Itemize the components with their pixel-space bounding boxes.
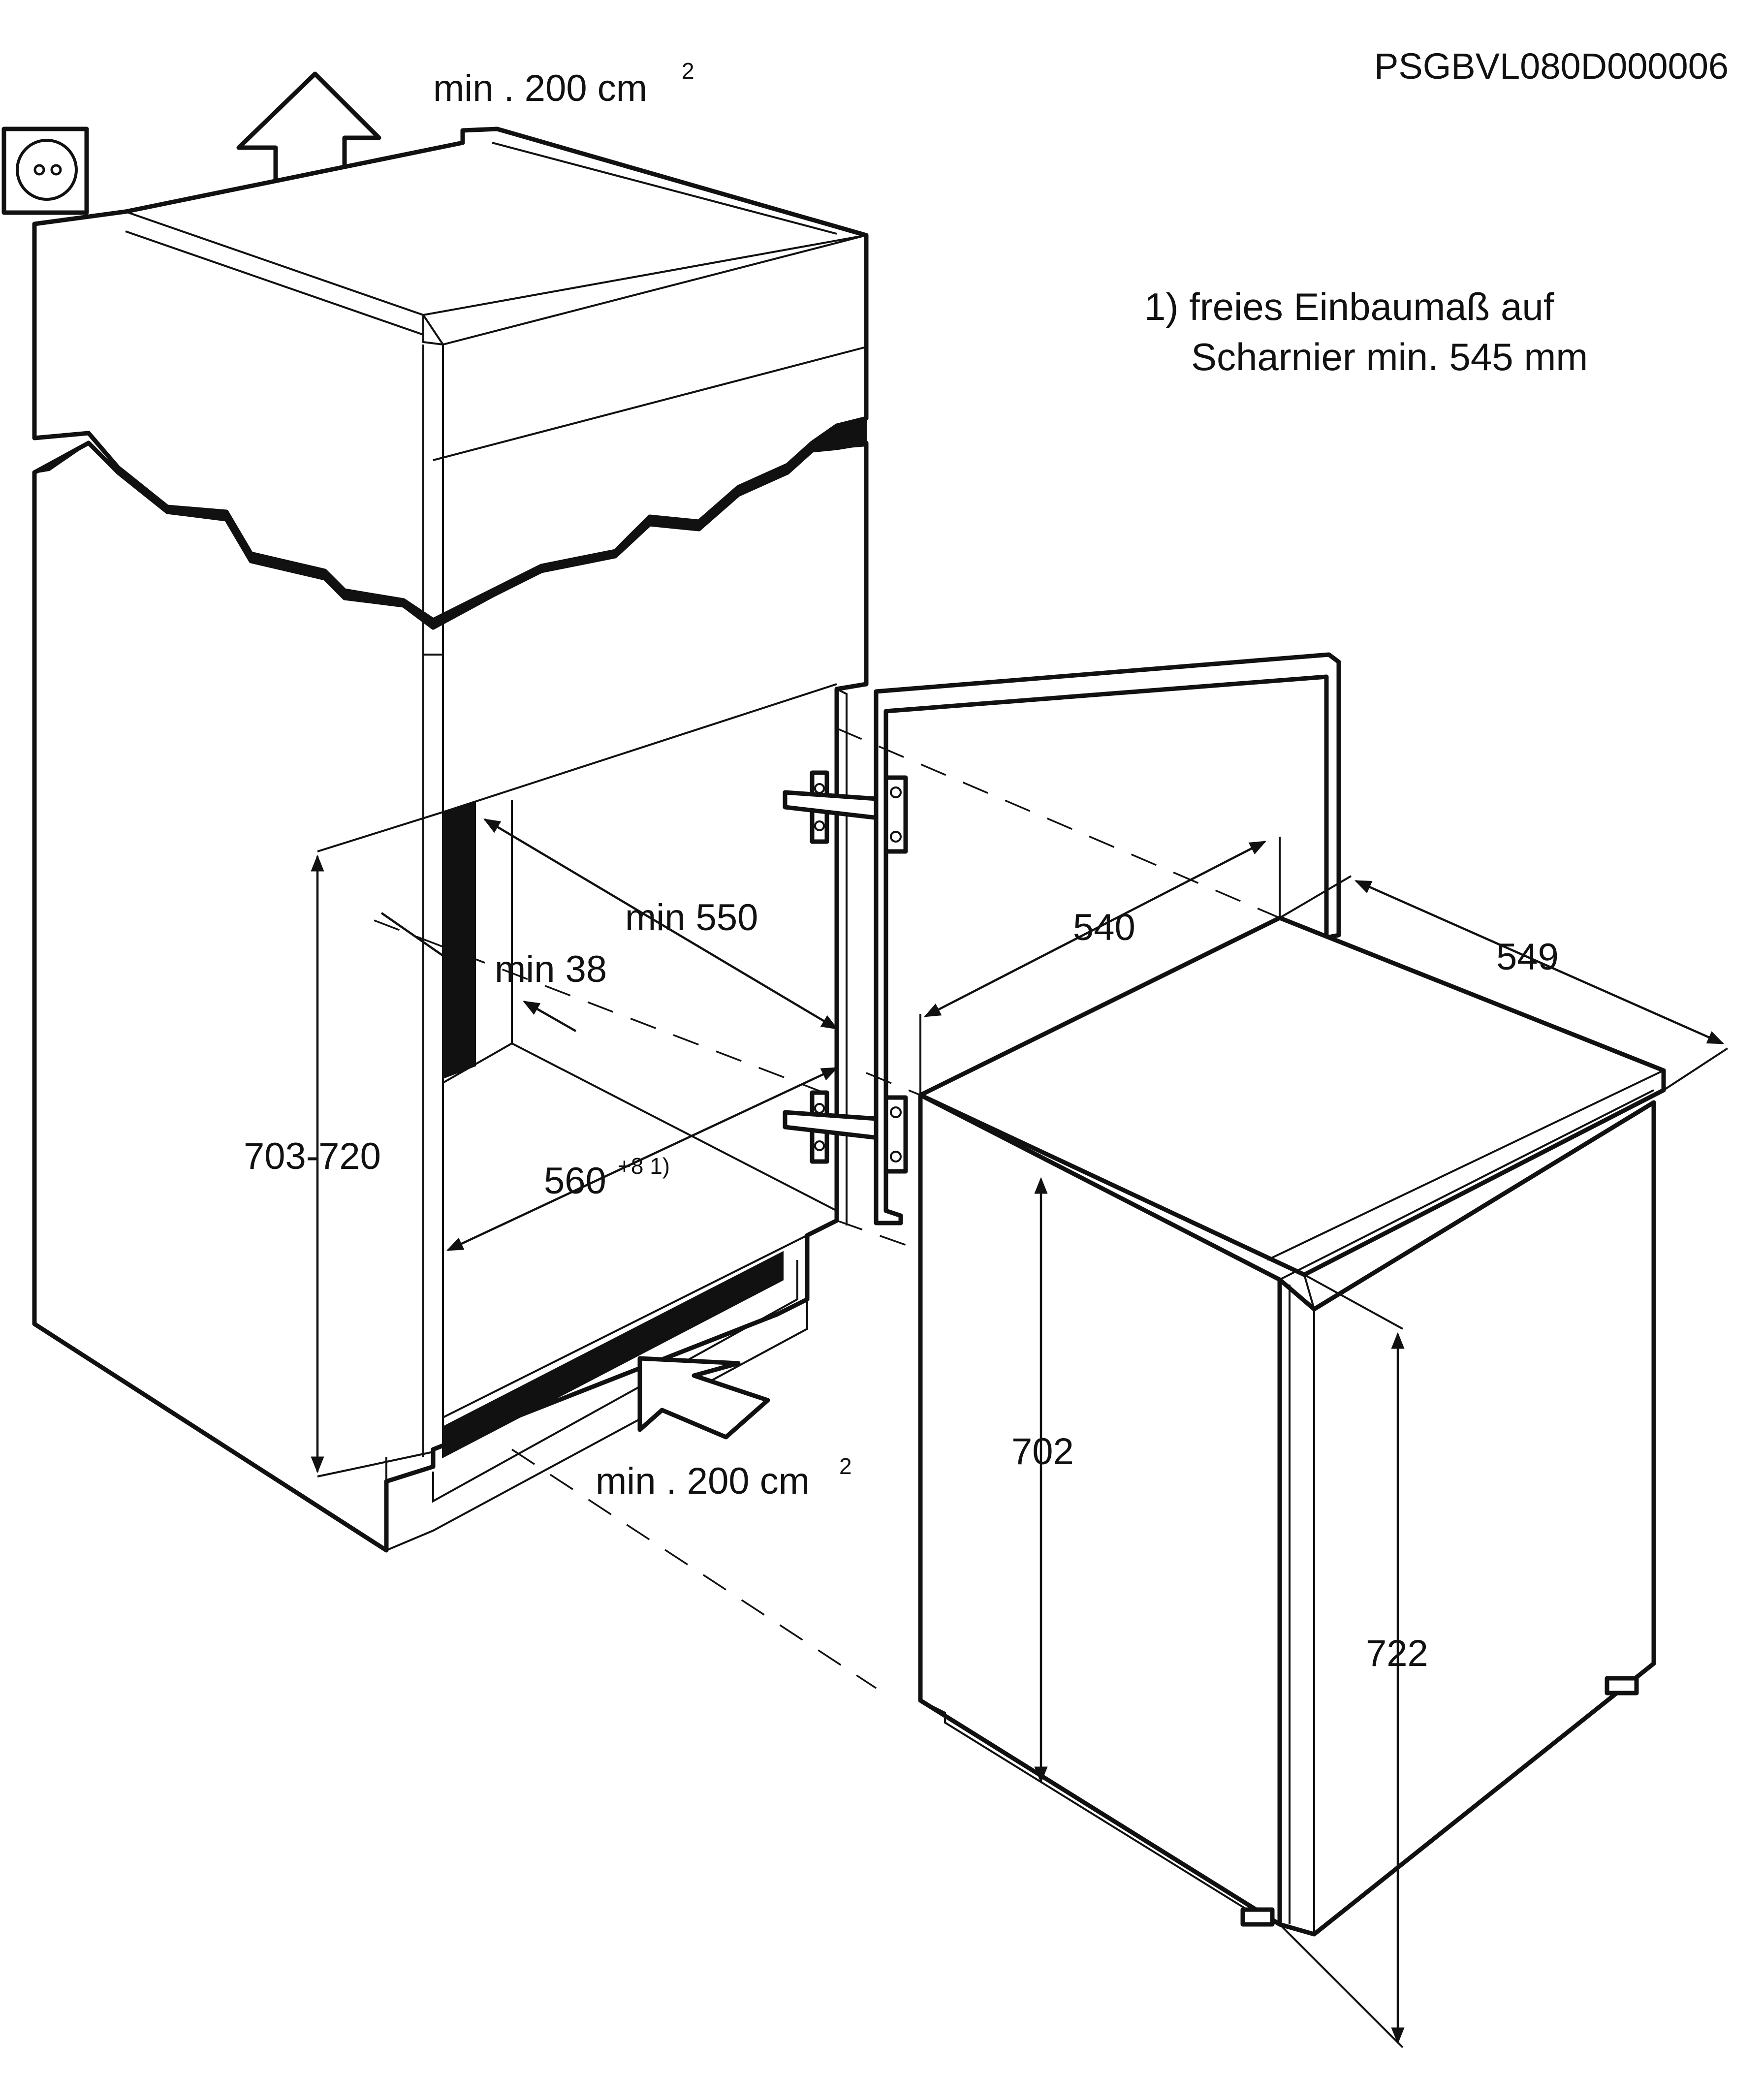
airflow-up-arrow-icon	[236, 71, 381, 188]
niche-gap-label: min 38	[495, 948, 607, 990]
bottom-vent-slot	[442, 1251, 784, 1459]
bottom-vent-label: min . 200 cm	[596, 1460, 810, 1502]
airflow-in-arrow-icon	[637, 1356, 770, 1440]
break-band	[34, 417, 867, 629]
top-vent-label: min . 200 cm	[433, 67, 647, 109]
niche-height-label: 703-720	[244, 1135, 381, 1177]
power-socket-icon	[1, 126, 89, 215]
appliance-body	[918, 915, 1666, 1937]
footnote-line-2: Scharnier min. 545 mm	[1191, 335, 1588, 378]
appliance-height-total-label: 722	[1366, 1633, 1428, 1674]
door-panel	[874, 652, 1341, 1225]
top-vent-sup: 2	[682, 58, 694, 84]
appliance-height-body-label: 702	[1011, 1431, 1074, 1473]
dimension-lines	[311, 727, 1729, 2048]
drawing-code: PSGBVL080D000006	[1374, 46, 1729, 87]
gap-bar	[442, 801, 476, 1079]
appliance-width-label: 540	[1073, 907, 1135, 948]
niche-depth-label: min 550	[625, 897, 758, 939]
niche-width-sup: +8 1)	[618, 1153, 670, 1179]
appliance-depth-label: 549	[1496, 936, 1559, 978]
bottom-vent-sup: 2	[839, 1453, 852, 1479]
footnote-line-1: 1) freies Einbaumaß auf	[1144, 285, 1554, 328]
niche-width-label: 560	[544, 1160, 606, 1202]
